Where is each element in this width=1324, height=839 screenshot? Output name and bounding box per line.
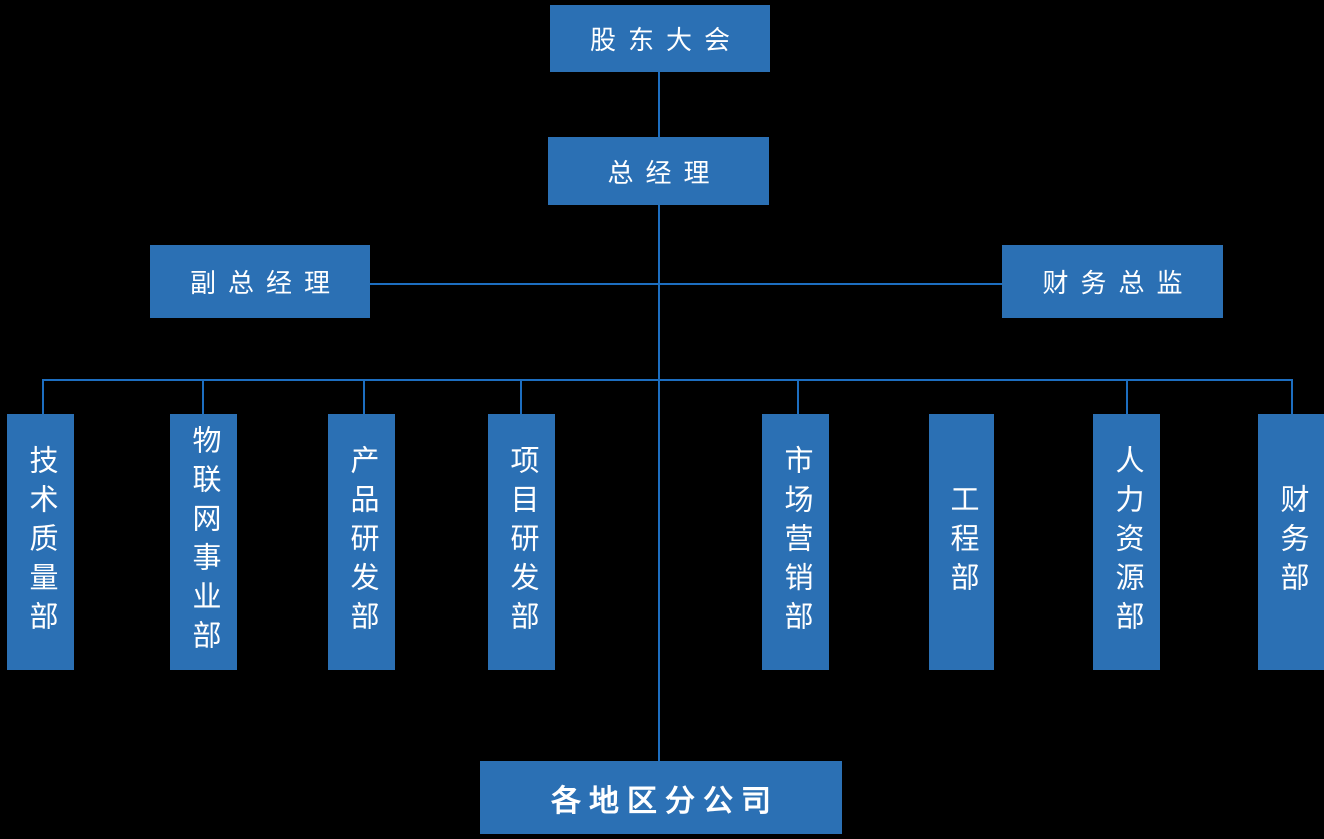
node-shareholders-meeting-label: 股东大会 bbox=[589, 25, 742, 55]
node-dept-marketing: 市场营销部 bbox=[762, 414, 829, 670]
node-finance-director: 财务总监 bbox=[1002, 245, 1223, 318]
connector-drop-product-rd bbox=[363, 381, 365, 414]
node-dept-human-resources-label: 人力资源部 bbox=[1111, 444, 1143, 640]
connector-drop-finance-dept bbox=[1291, 381, 1293, 414]
connector-drop-hr bbox=[1126, 381, 1128, 414]
connector-gm-to-branches bbox=[658, 205, 660, 761]
node-dept-finance: 财务部 bbox=[1258, 414, 1324, 670]
node-regional-branches: 各地区分公司 bbox=[480, 761, 842, 834]
node-finance-director-label: 财务总监 bbox=[1042, 268, 1195, 298]
connector-deputy-to-findir bbox=[370, 283, 1004, 285]
connector-drop-marketing bbox=[797, 381, 799, 414]
node-dept-engineering-label: 工程部 bbox=[946, 483, 978, 601]
node-dept-project-rd: 项目研发部 bbox=[488, 414, 555, 670]
node-shareholders-meeting: 股东大会 bbox=[550, 5, 770, 72]
connector-shareholders-to-gm bbox=[658, 72, 660, 137]
node-deputy-general-manager-label: 副总经理 bbox=[189, 268, 342, 298]
node-general-manager-label: 总经理 bbox=[607, 157, 722, 188]
node-dept-tech-quality-label: 技术质量部 bbox=[25, 444, 57, 640]
node-regional-branches-label: 各地区分公司 bbox=[551, 784, 779, 818]
node-dept-human-resources: 人力资源部 bbox=[1093, 414, 1160, 670]
connector-drop-iot bbox=[202, 381, 204, 414]
node-dept-product-rd: 产品研发部 bbox=[328, 414, 395, 670]
node-dept-product-rd-label: 产品研发部 bbox=[346, 444, 378, 640]
node-dept-project-rd-label: 项目研发部 bbox=[506, 444, 538, 640]
node-deputy-general-manager: 副总经理 bbox=[150, 245, 370, 318]
node-general-manager: 总经理 bbox=[548, 137, 769, 205]
node-dept-iot-business: 物联网事业部 bbox=[170, 414, 237, 670]
node-dept-marketing-label: 市场营销部 bbox=[780, 444, 812, 640]
connector-drop-project-rd bbox=[520, 381, 522, 414]
connector-drop-tech-quality bbox=[42, 381, 44, 414]
node-dept-engineering: 工程部 bbox=[929, 414, 994, 670]
node-dept-tech-quality: 技术质量部 bbox=[7, 414, 74, 670]
connector-departments-bus bbox=[42, 379, 1293, 381]
node-dept-finance-label: 财务部 bbox=[1276, 483, 1308, 601]
node-dept-iot-business-label: 物联网事业部 bbox=[188, 425, 220, 659]
